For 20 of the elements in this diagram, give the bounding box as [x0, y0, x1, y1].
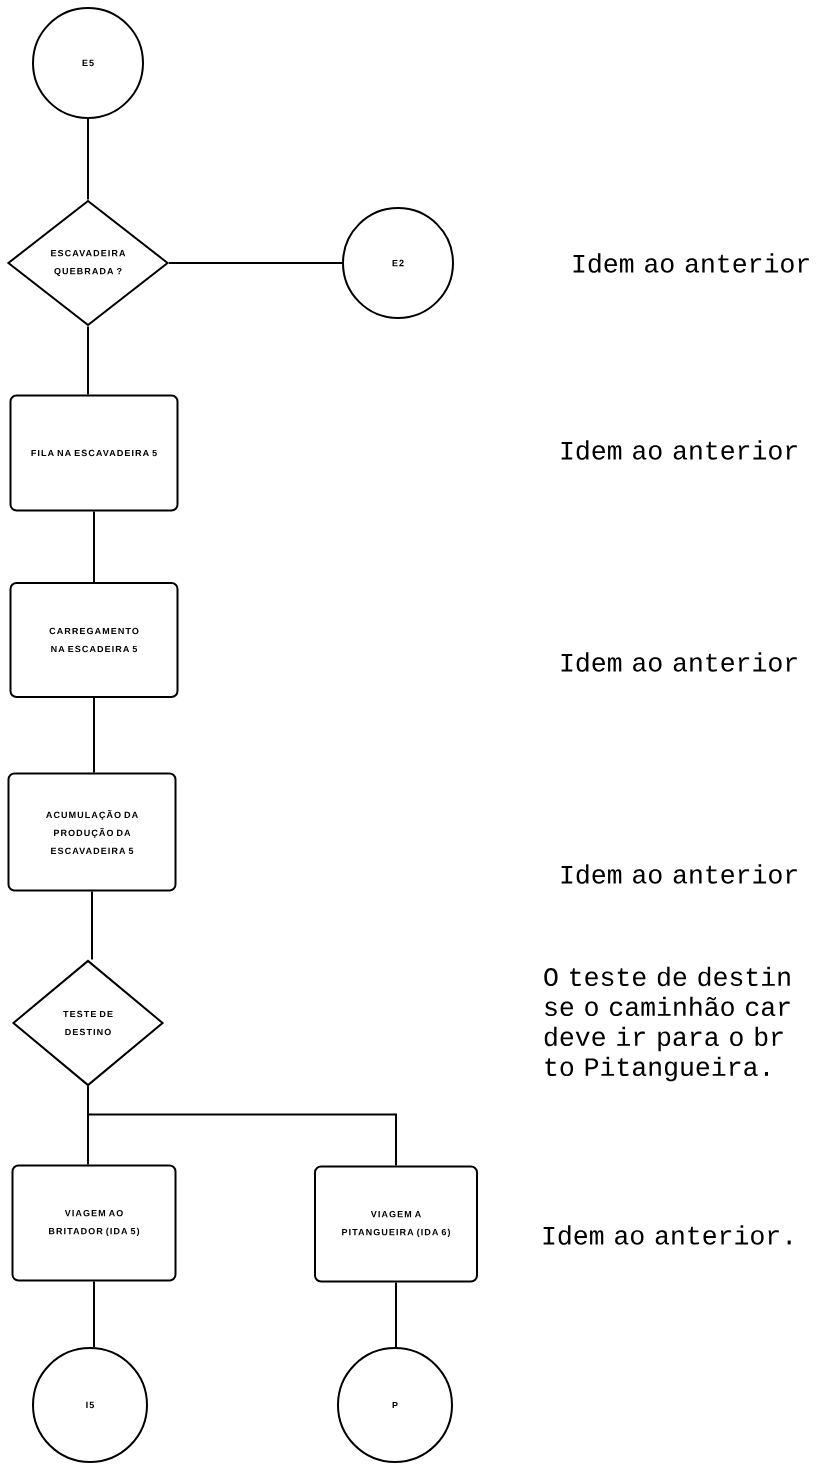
process-box: CARREGAMENTO NA ESCADEIRA 5 [9, 582, 179, 698]
connector-line [93, 510, 95, 583]
note-text: Idem ao anterior [561, 440, 797, 460]
connector-line [93, 697, 95, 774]
note-text: Idem ao anterior. [543, 1225, 791, 1245]
connector-line [93, 1280, 95, 1348]
note-text: Idem ao anterior [573, 253, 809, 273]
note-text: O teste de destin se o caminhão car deve ir para o br to Pitangueira. [544, 966, 790, 1082]
note-text: Idem ao anterior [561, 864, 797, 884]
process-box: VIAGEM A PITANGUEIRA (IDA 6) [314, 1165, 478, 1283]
connector-line [168, 262, 343, 264]
note-text: Idem ao anterior [561, 652, 797, 672]
connector-line [91, 890, 93, 961]
connector-line [87, 325, 89, 396]
connector-line [87, 118, 89, 201]
process-box: VIAGEM AO BRITADOR (IDA 5) [11, 1164, 177, 1282]
connector-line [395, 1281, 397, 1348]
process-box: FILA NA ESCAVADEIRA 5 [9, 394, 179, 512]
connector-line [87, 1085, 397, 1167]
process-box: ACUMULAÇÃO DA PRODUÇÃO DA ESCAVADEIRA 5 [7, 772, 177, 892]
